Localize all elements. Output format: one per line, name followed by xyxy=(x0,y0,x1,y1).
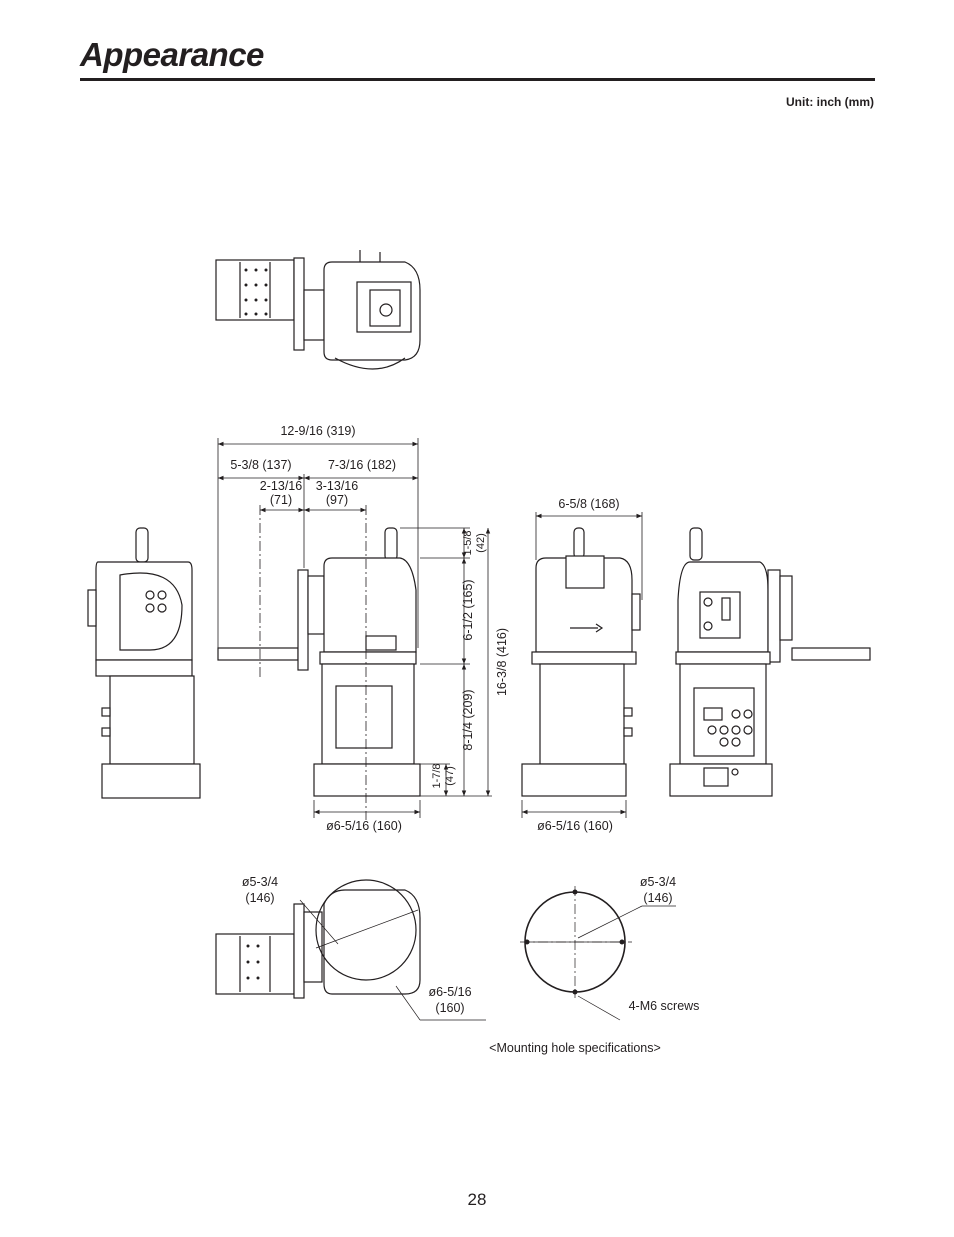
title-rule xyxy=(80,78,875,81)
screws-label: 4-M6 screws xyxy=(629,999,700,1013)
bottom-bolt-circle-mm-label: (146) xyxy=(245,891,274,905)
dimension-lines xyxy=(217,438,643,820)
mounting-bolt-circle-mm-label: (146) xyxy=(643,891,672,905)
bottom-bolt-circle-label: ø5-3/4 xyxy=(242,875,278,889)
offset-left-label: 2-13/16 xyxy=(260,479,302,493)
total-height-label: 16-3/8 (416) xyxy=(495,628,509,696)
rear-view xyxy=(669,527,871,797)
mounting-hole-diagram xyxy=(520,886,676,1021)
front-view xyxy=(217,527,421,797)
head-height-label: 6-1/2 (165) xyxy=(461,579,475,640)
mounting-caption: <Mounting hole specifications> xyxy=(489,1041,661,1055)
offset-right-mm-label: (97) xyxy=(326,493,348,507)
offset-right-label: 3-13/16 xyxy=(316,479,358,493)
right-width-label: 7-3/16 (182) xyxy=(328,458,396,472)
bottom-outer-diameter-mm-label: (160) xyxy=(435,1001,464,1015)
mounting-bolt-circle-label: ø5-3/4 xyxy=(640,875,676,889)
top-height-mm-label: (42) xyxy=(475,533,487,553)
top-view xyxy=(215,250,421,370)
overall-width-label: 12-9/16 (319) xyxy=(280,424,355,438)
right-side-view xyxy=(521,527,641,797)
left-side-view xyxy=(87,527,201,799)
bottom-outer-diameter-label: ø6-5/16 xyxy=(428,985,471,999)
bottom-view xyxy=(215,879,486,1021)
side-depth-label: 6-5/8 (168) xyxy=(558,497,619,511)
unit-label: Unit: inch (mm) xyxy=(786,95,874,109)
offset-left-mm-label: (71) xyxy=(270,493,292,507)
foot-height-label: 1-7/8 xyxy=(431,763,443,788)
left-width-label: 5-3/8 (137) xyxy=(230,458,291,472)
page-number: 28 xyxy=(467,1190,487,1209)
front-base-diameter-label: ø6-5/16 (160) xyxy=(326,819,402,833)
page-title: Appearance xyxy=(80,36,264,73)
side-base-diameter-label: ø6-5/16 (160) xyxy=(537,819,613,833)
base-height-label: 8-1/4 (209) xyxy=(461,689,475,750)
foot-height-mm-label: (47) xyxy=(444,766,456,786)
top-height-label: 1-5/8 xyxy=(462,530,474,555)
